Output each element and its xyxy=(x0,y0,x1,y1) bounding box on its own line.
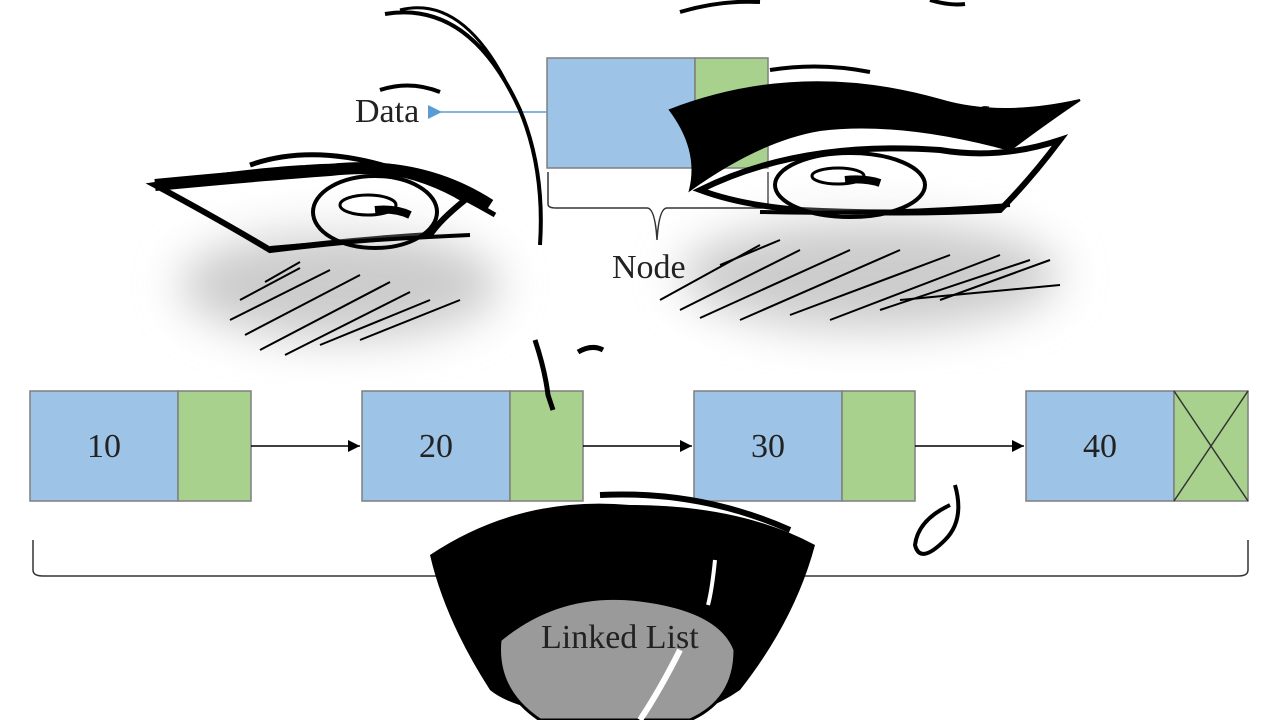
saliva-strand xyxy=(706,559,717,606)
droplet-mark xyxy=(912,484,961,556)
list-node-pointer-cell xyxy=(177,390,252,502)
list-node: 20 xyxy=(361,390,584,502)
list-node-data-cell xyxy=(29,390,179,502)
list-node-value: 30 xyxy=(751,428,785,465)
right-cheek-hatching xyxy=(659,239,1061,321)
saliva-strand xyxy=(637,648,683,720)
upper-lip xyxy=(599,491,792,533)
list-node-value: 10 xyxy=(87,428,121,465)
tongue xyxy=(498,596,737,720)
list-node-value: 40 xyxy=(1083,428,1117,465)
list-node-pointer-cell xyxy=(509,390,584,502)
left-eyebrow xyxy=(379,83,441,94)
nose-mark xyxy=(576,344,605,355)
node-label: Node xyxy=(612,249,686,286)
left-eyelid xyxy=(154,162,494,211)
right-pupil xyxy=(844,175,882,187)
list-node-value: 20 xyxy=(419,428,453,465)
left-pupil xyxy=(374,205,412,219)
hair-strand xyxy=(384,10,543,246)
list-node: 40 xyxy=(1025,390,1249,502)
right-iris xyxy=(773,151,927,219)
linked-list-row: 10 20 30 40 xyxy=(29,390,1249,577)
list-node-data-cell xyxy=(361,390,511,502)
left-lower-lid xyxy=(269,233,471,250)
list-node: 30 xyxy=(693,390,916,502)
list-node: 10 xyxy=(29,390,252,502)
list-node-data-cell xyxy=(1025,390,1175,502)
node-data-cell xyxy=(546,57,696,169)
linked-list-label: Linked List xyxy=(541,619,699,656)
hair-strand xyxy=(399,6,507,81)
hair-strand xyxy=(929,0,966,7)
list-node-pointer-cell xyxy=(841,390,916,502)
data-label: Data xyxy=(355,93,419,130)
left-cheek-hatching xyxy=(229,261,461,356)
right-lower-lid xyxy=(759,203,1011,215)
face-illustration xyxy=(145,0,1081,720)
hair-strand xyxy=(679,0,761,14)
nose-mark xyxy=(532,339,556,411)
right-eyebrow xyxy=(769,64,871,74)
list-node-data-cell xyxy=(693,390,843,502)
null-cross-icon xyxy=(1173,390,1249,502)
